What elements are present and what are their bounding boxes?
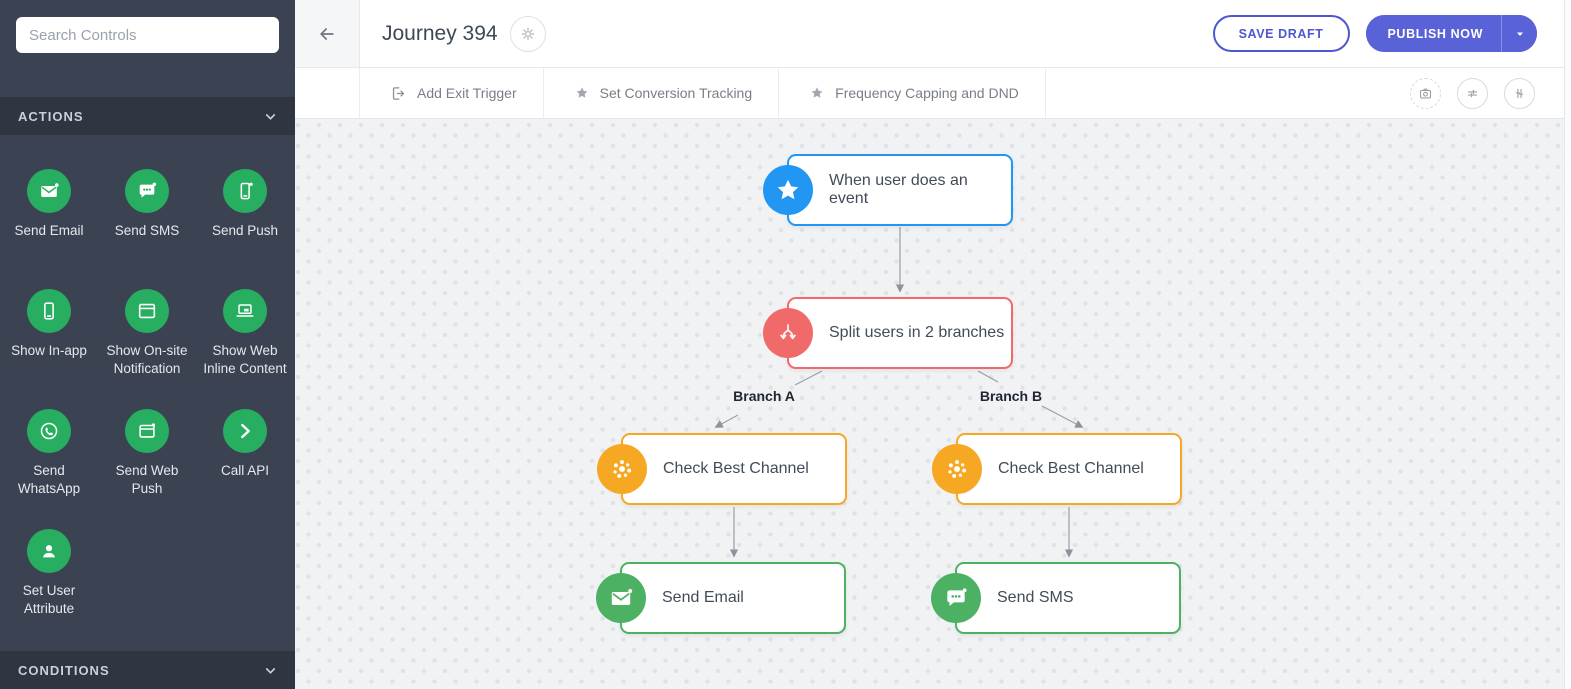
whatsapp-icon <box>27 409 71 453</box>
email-icon <box>27 169 71 213</box>
journey-settings-button[interactable] <box>509 15 546 52</box>
action-show-web-inline[interactable]: Show Web Inline Content <box>196 289 294 409</box>
canvas-toolbar: Add Exit Trigger Set Conversion Tracking… <box>295 68 1571 119</box>
topbar: Journey 394 SAVE DRAFT PUBLISH NOW <box>295 0 1571 68</box>
save-draft-button[interactable]: SAVE DRAFT <box>1212 15 1350 52</box>
horizontal-align-button[interactable] <box>1457 77 1488 109</box>
section-label: CONDITIONS <box>18 662 110 678</box>
push-icon <box>223 169 267 213</box>
vertical-align-button[interactable] <box>1504 77 1535 109</box>
sms-icon <box>125 169 169 213</box>
sidebar-section-conditions[interactable]: CONDITIONS <box>0 651 295 689</box>
inapp-icon <box>27 289 71 333</box>
chevron-down-icon <box>265 667 276 674</box>
flow-connectors <box>714 227 1084 558</box>
chevron-right-icon <box>223 409 267 453</box>
publish-dropdown-button[interactable] <box>1501 15 1537 52</box>
star-icon <box>811 87 823 98</box>
node-check-best-channel-a[interactable]: Check Best Channel <box>597 433 847 505</box>
horizontal-sliders-icon <box>1515 88 1524 98</box>
user-icon <box>27 529 71 573</box>
publish-button-group: PUBLISH NOW <box>1365 15 1537 52</box>
action-send-push[interactable]: Send Push <box>196 169 294 289</box>
node-check-best-channel-b[interactable]: Check Best Channel <box>932 433 1182 505</box>
sms-icon <box>931 573 981 623</box>
dots-cluster-icon <box>932 444 982 494</box>
search-input[interactable] <box>16 17 279 53</box>
node-trigger-event[interactable]: When user does an event <box>763 154 1013 226</box>
exit-door-icon <box>392 86 405 100</box>
branch-b-label: Branch B <box>979 388 1043 404</box>
actions-grid: Send Email Send SMS Send Push <box>0 135 295 618</box>
web-push-icon <box>125 409 169 453</box>
node-split-branches[interactable]: Split users in 2 branches <box>763 297 1013 369</box>
star-icon <box>763 165 813 215</box>
action-set-user-attribute[interactable]: Set User Attribute <box>0 529 98 618</box>
canvas-view-controls <box>1410 68 1571 118</box>
email-icon <box>596 573 646 623</box>
page-title: Journey 394 <box>382 21 498 45</box>
star-icon <box>576 87 588 98</box>
sidebar-section-actions[interactable]: ACTIONS <box>0 97 295 135</box>
branch-a-label: Branch A <box>733 388 795 404</box>
web-inline-icon <box>223 289 267 333</box>
camera-icon <box>1419 88 1432 98</box>
action-send-email[interactable]: Send Email <box>0 169 98 289</box>
scrollbar-gutter[interactable] <box>1564 0 1571 689</box>
journey-canvas[interactable]: When user does an event Split users in 2… <box>295 119 1571 689</box>
section-label: ACTIONS <box>18 108 84 124</box>
action-send-whatsapp[interactable]: Send WhatsApp <box>0 409 98 529</box>
action-show-inapp[interactable]: Show In-app <box>0 289 98 409</box>
action-send-web-push[interactable]: Send Web Push <box>98 409 196 529</box>
action-show-onsite-notification[interactable]: Show On-site Notification <box>98 289 196 409</box>
node-send-email[interactable]: Send Email <box>596 562 846 634</box>
gear-icon <box>521 27 535 40</box>
split-branches-icon <box>763 308 813 358</box>
arrow-left-icon <box>320 27 334 40</box>
publish-now-button[interactable]: PUBLISH NOW <box>1365 15 1501 52</box>
chevron-down-icon <box>265 113 276 120</box>
caret-down-icon <box>1516 32 1523 36</box>
add-exit-trigger-button[interactable]: Add Exit Trigger <box>360 68 544 118</box>
sidebar: ACTIONS Send Email Send SMS <box>0 0 295 689</box>
action-call-api[interactable]: Call API <box>196 409 294 529</box>
frequency-capping-dnd-button[interactable]: Frequency Capping and DND <box>779 68 1046 118</box>
set-conversion-tracking-button[interactable]: Set Conversion Tracking <box>544 68 780 118</box>
node-send-sms[interactable]: Send SMS <box>931 562 1181 634</box>
dots-cluster-icon <box>597 444 647 494</box>
back-button[interactable] <box>295 0 360 67</box>
vertical-sliders-icon <box>1467 89 1478 97</box>
toolbar-lead-spacer <box>295 68 360 118</box>
snapshot-button[interactable] <box>1410 77 1441 109</box>
action-send-sms[interactable]: Send SMS <box>98 169 196 289</box>
onsite-notification-icon <box>125 289 169 333</box>
main-area: Journey 394 SAVE DRAFT PUBLISH NOW Add E… <box>295 0 1571 689</box>
